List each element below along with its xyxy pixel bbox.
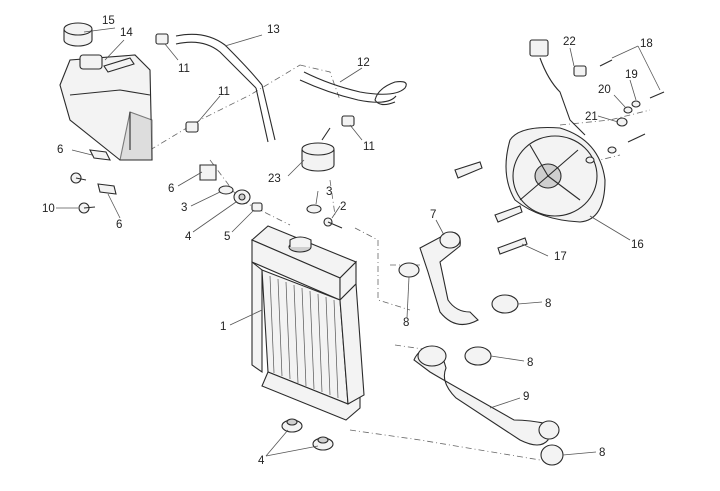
callout-3-right: 3 [326, 186, 332, 198]
callout-10: 10 [42, 203, 55, 215]
upper-coolant-hose [419, 231, 479, 326]
assembly-guide-lines [149, 64, 651, 461]
callout-3-left: 3 [181, 202, 187, 214]
washers-19-20-21 [585, 100, 641, 164]
callout-4-upper: 4 [185, 231, 192, 243]
callout-1: 1 [220, 321, 226, 333]
expansion-tank-cap [63, 22, 93, 47]
grommet-22 [573, 65, 587, 77]
hose-clamp-8-c [464, 346, 492, 366]
fan-bolts-18 [599, 59, 665, 143]
bolt-2 [323, 217, 343, 229]
callout-23: 23 [268, 173, 281, 185]
callout-2: 2 [340, 201, 346, 213]
callout-6-left: 6 [57, 144, 63, 156]
callout-12: 12 [357, 57, 370, 69]
callout-4-lower: 4 [258, 455, 265, 467]
callout-14: 14 [120, 27, 133, 39]
hose-clamp-11-top [155, 33, 169, 45]
radiator-fins [269, 275, 339, 399]
callout-8-a: 8 [403, 317, 409, 329]
callout-19: 19 [625, 69, 638, 81]
screw-10-lower [78, 202, 96, 214]
callout-22: 22 [563, 36, 576, 48]
washer-3-left [218, 185, 234, 195]
callout-6-center: 6 [168, 183, 174, 195]
grommet-4-upper [233, 189, 251, 205]
callout-11-top: 11 [178, 63, 190, 75]
callout-7: 7 [430, 209, 436, 221]
screw-10-upper [70, 172, 87, 184]
expansion-tank [59, 54, 153, 161]
fan-connector [529, 39, 549, 57]
bracket-clip-center [199, 164, 217, 181]
hose-clamp-11-right [341, 115, 355, 127]
washer-3-right [306, 204, 322, 214]
callout-17: 17 [554, 251, 567, 263]
breather-hose [299, 71, 407, 106]
bracket-clip-left-upper [89, 149, 111, 161]
callout-15: 15 [102, 15, 115, 27]
hose-clamp-8-d [540, 444, 564, 466]
spacer-5 [251, 202, 263, 212]
callout-labels: 15 14 11 13 12 11 11 6 10 6 6 3 4 5 23 3… [42, 15, 653, 467]
callout-16: 16 [631, 239, 644, 251]
callout-13: 13 [267, 24, 280, 36]
callout-8-d: 8 [599, 447, 605, 459]
hose-clamp-11-mid [185, 121, 199, 133]
callout-9: 9 [523, 391, 529, 403]
callout-6-lower: 6 [116, 219, 122, 231]
cooling-fan [505, 126, 606, 223]
callout-8-c: 8 [527, 357, 533, 369]
hose-clamp-8-b [491, 294, 519, 314]
leader-lines [56, 27, 661, 457]
grommet-4-lower-left [281, 418, 303, 433]
radiator [250, 225, 365, 421]
callout-21: 21 [585, 111, 598, 123]
fan-mount-screws [454, 161, 528, 255]
lower-coolant-hose [413, 345, 560, 446]
callout-11-right: 11 [363, 141, 375, 153]
callout-5: 5 [224, 231, 230, 243]
callout-20: 20 [598, 84, 611, 96]
grommet-4-lower-right [312, 436, 334, 451]
radiator-cap [301, 127, 335, 172]
callout-8-b: 8 [545, 298, 551, 310]
overflow-hose [175, 33, 276, 143]
hose-clamp-8-a [398, 262, 420, 278]
bracket-clip-left-lower [97, 183, 117, 195]
callout-11-mid: 11 [218, 86, 230, 98]
radiator-filler-neck [288, 236, 312, 253]
fan-wire-harness [539, 57, 586, 136]
callout-18: 18 [640, 38, 653, 50]
